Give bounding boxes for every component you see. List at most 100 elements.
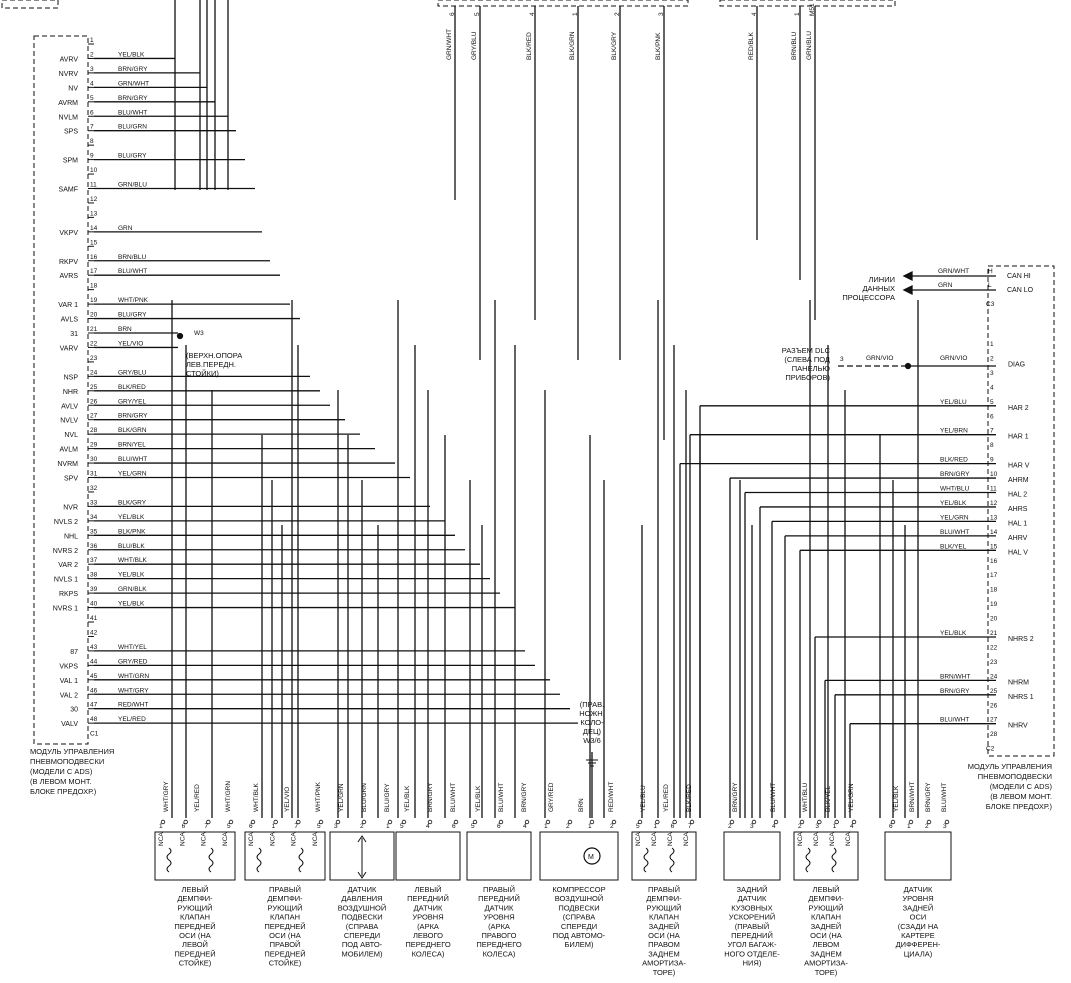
component-pin-number: 2 (360, 823, 364, 830)
pin-number: 18 (990, 587, 998, 594)
nca-label: NCA (179, 832, 186, 846)
wire-code: WHT/BLU (940, 486, 970, 493)
wire-code: BRN/GRY (118, 413, 148, 420)
component-label: ЗАДНЕМ (810, 949, 842, 958)
component-pin-number: 4 (426, 823, 430, 830)
component-wire-code: BLK/RED (686, 784, 693, 812)
component-label: РУЮЩИЙ (178, 903, 213, 912)
pin-number: 43 (90, 644, 98, 651)
signal-name: SAMF (59, 187, 78, 194)
top-pin-number: 1 (794, 12, 801, 16)
compressor-ground-note: ДЕЦ) (583, 727, 602, 736)
connector-id: C3 (986, 301, 995, 308)
nca-label: NCA (312, 832, 319, 846)
component-pin-number: 6 (249, 823, 253, 830)
component-pin-number: 7 (204, 823, 208, 830)
pin-number: 3 (990, 370, 994, 377)
dlc-label: РАЗЪЕМ DLC (782, 346, 831, 355)
can-label: ПРОЦЕССОРА (842, 293, 895, 302)
module-caption: БЛОКЕ ПРЕДОХР.) (986, 802, 1053, 811)
nca-label: NCA (222, 832, 229, 846)
pin-number: L (988, 282, 992, 289)
pin-number: 27 (990, 717, 998, 724)
signal-name: AVRM (58, 100, 78, 107)
motor-icon (583, 847, 601, 865)
wire-code: YEL/BRN (940, 428, 968, 435)
wire-code: BRN/GRY (940, 688, 970, 695)
wire-code: WHT/BLK (118, 557, 148, 564)
component-label: МОБИЛЕМ) (341, 949, 383, 958)
component-wire-code: BLU/WHT (941, 783, 948, 812)
signal-name: AHRS (1008, 506, 1028, 513)
component-label: (АРКА (417, 922, 439, 931)
pin-terminal-icon (944, 819, 950, 825)
component-wire-code: WHT/GRY (163, 781, 170, 812)
component-pin-number: 4 (523, 823, 527, 830)
left-module-box (33, 35, 89, 745)
signal-name: VKPS (59, 663, 78, 670)
left-control-module: 12AVRVYEL/BLK3NVRVBRN/GRY4NVGRN/WHT5AVRM… (1, 0, 149, 796)
component-label: РУЮЩИЙ (268, 903, 303, 912)
top-pin-number: 1 (572, 12, 579, 16)
nca-label: NCA (248, 832, 255, 846)
component-pin-number: 5 (471, 823, 475, 830)
pin-number: 21 (90, 326, 98, 333)
signal-name: VAL 1 (60, 678, 78, 685)
pin-terminal-icon (524, 819, 530, 825)
pin-number: 5 (990, 399, 994, 406)
coil-icon (166, 847, 172, 873)
signal-name: VAL 2 (60, 692, 78, 699)
motor-symbol-label: M (588, 854, 594, 861)
component-pin-number: 3 (943, 823, 947, 830)
pin-number: 23 (990, 659, 998, 666)
component-wire-code: BRN/GRY (925, 782, 932, 812)
component-label: ДЕМПФИ- (646, 894, 682, 903)
top-pin-number: 3 (658, 12, 665, 16)
dlc-label: ПАНЕЛЬЮ (792, 364, 831, 373)
component-wire-code: GRY/RED (548, 782, 555, 812)
pin-number: 6 (90, 109, 94, 116)
component-label: УРОВНЯ (412, 913, 443, 922)
component-label: РУЮЩИЙ (809, 903, 844, 912)
wire-code: YEL/BLK (118, 514, 145, 521)
coil-icon (831, 847, 837, 873)
signal-name: NVRV (59, 71, 79, 78)
dlc-label: (СЛЕВА ПОД (784, 355, 830, 364)
component-label: (АРКА (488, 922, 510, 931)
component-label: (СПРАВА (563, 913, 596, 922)
module-caption: (В ЛЕВОМ МОНТ. (990, 792, 1052, 801)
signal-name: NHRV (1008, 723, 1028, 730)
module-caption: БЛОКЕ ПРЕДОХР.) (30, 787, 97, 796)
wire-code: YEL/BLK (940, 630, 967, 637)
component-box (244, 831, 326, 881)
pin-number: 35 (90, 528, 98, 535)
wire-code: BLU/GRY (118, 312, 147, 319)
coil-icon (669, 847, 675, 873)
top-connectors: GRN/WHT6GRY/BLU5BLK/RED4BLK/GRN1BLK/GRY2… (437, 0, 896, 60)
wire-code: GRN/BLU (118, 182, 147, 189)
nca-label: NCA (635, 832, 642, 846)
ground-note: СТОЙКИ) (186, 369, 219, 378)
pin-terminal-icon (751, 819, 757, 825)
component-pin-number: 5 (400, 823, 404, 830)
can-label: ЛИНИИ (868, 275, 895, 284)
signal-name: 87 (70, 649, 78, 656)
signal-name: AVLM (59, 447, 78, 454)
component-wire-code: YEL/BLK (475, 785, 482, 812)
component-label: ВОЗДУШНОЙ (338, 903, 387, 912)
pin-terminal-icon (206, 819, 211, 825)
component-label: АМОРТИЗА- (642, 959, 686, 968)
component-pin-number: 2 (798, 823, 802, 830)
signal-name: NHRS 1 (1008, 694, 1034, 701)
compressor-ground-note: (ПРАВ. (580, 700, 604, 709)
wire-code: GRN (118, 225, 133, 232)
component-label: СПЕРЕДИ (344, 931, 380, 940)
component-label: УРОВНЯ (483, 913, 514, 922)
component-pin-number: 1 (159, 823, 163, 830)
